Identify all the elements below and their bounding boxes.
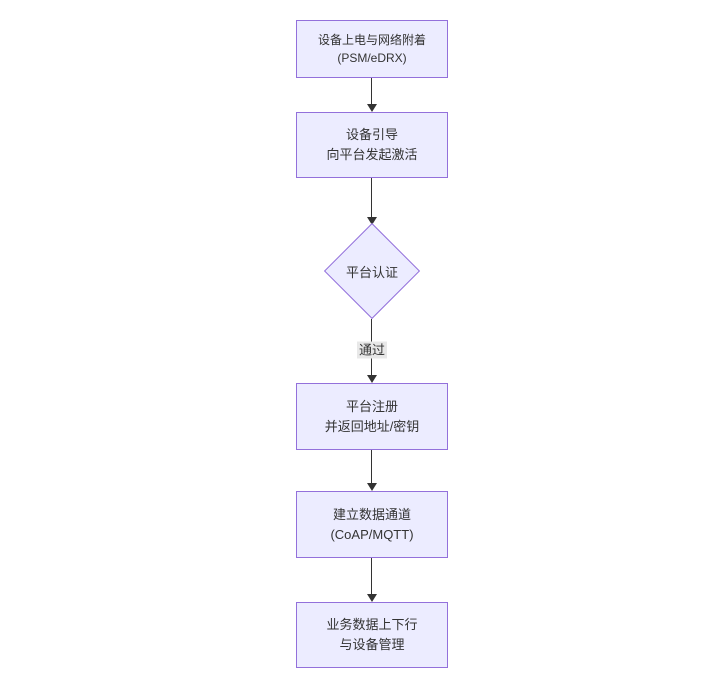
edge-line-4: [371, 450, 372, 483]
arrowhead-icon: [367, 217, 377, 225]
arrowhead-icon: [367, 104, 377, 112]
edge-line-2: [371, 178, 372, 217]
node-device-bootstrap: 设备引导 向平台发起激活: [296, 112, 448, 178]
arrowhead-icon: [367, 594, 377, 602]
node-business-data: 业务数据上下行 与设备管理: [296, 602, 448, 668]
node-platform-auth-decision: 平台认证: [322, 221, 422, 321]
node-text-line: (PSM/eDRX): [337, 51, 407, 65]
edge-label-pass: 通过: [356, 341, 388, 359]
node-text-line: 业务数据上下行: [326, 617, 418, 632]
node-text-line: 建立数据通道: [332, 506, 411, 522]
arrowhead-icon: [367, 375, 377, 383]
edge-line-5: [371, 558, 372, 594]
node-text-line: 平台认证: [345, 264, 398, 280]
node-text-line: (CoAP/MQTT): [330, 526, 414, 542]
node-text-line: 平台注册: [345, 398, 398, 414]
node-text-line: 设备引导: [345, 127, 398, 142]
node-power-network-attach: 设备上电与网络附着 (PSM/eDRX): [296, 20, 448, 78]
edge-line-1: [371, 78, 372, 104]
node-text-line: 向平台发起激活: [326, 147, 418, 162]
arrowhead-icon: [367, 483, 377, 491]
node-platform-register: 平台注册 并返回地址/密钥: [296, 383, 448, 450]
node-data-channel: 建立数据通道 (CoAP/MQTT): [296, 491, 448, 558]
node-text-line: 并返回地址/密钥: [324, 418, 420, 434]
node-text-line: 设备上电与网络附着: [317, 33, 426, 47]
node-text-line: 与设备管理: [339, 637, 405, 652]
